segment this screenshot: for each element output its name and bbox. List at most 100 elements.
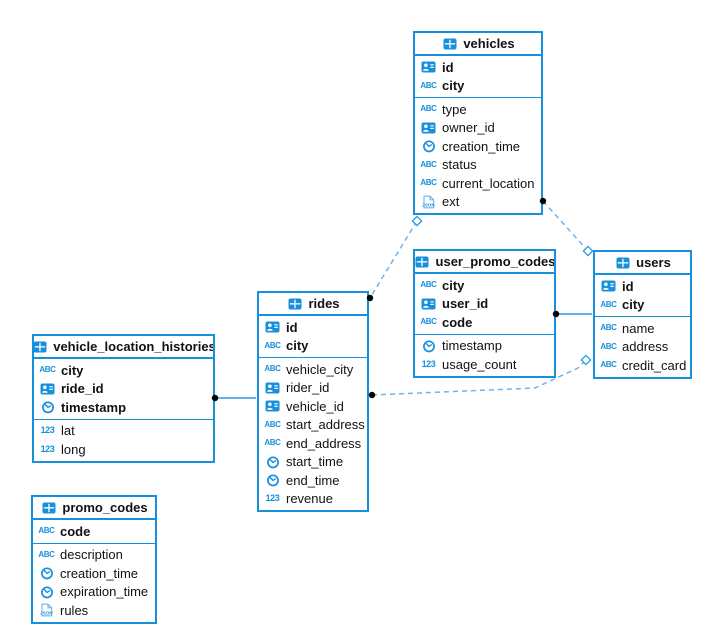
num-icon: 123 xyxy=(265,493,280,504)
num-icon: 123 xyxy=(40,443,55,454)
num-icon: 123 xyxy=(421,358,436,369)
abc-icon: ABC xyxy=(420,104,437,114)
field-name: rules xyxy=(60,602,89,618)
field-name: user_id xyxy=(442,296,489,312)
field-row: timestamp xyxy=(415,337,554,356)
json-icon: JSON xyxy=(420,195,437,209)
table-name: users xyxy=(636,255,671,270)
field-row: user_id xyxy=(415,295,554,314)
table-header[interactable]: users xyxy=(595,252,690,275)
field-row: ABC end_address xyxy=(259,434,367,453)
abc-icon: ABC xyxy=(264,438,281,448)
field-name: timestamp xyxy=(61,399,127,415)
field-row: ABC city xyxy=(595,296,690,315)
clock-icon xyxy=(38,585,55,599)
field-row: ABC city xyxy=(259,337,367,356)
svg-text:JSON: JSON xyxy=(422,202,435,207)
table-icon xyxy=(614,257,631,269)
field-row: vehicle_id xyxy=(259,397,367,416)
field-row: JSON ext xyxy=(415,193,541,212)
table-name: vehicle_location_histories xyxy=(53,339,213,354)
abc-icon: ABC xyxy=(38,526,55,536)
table-icon xyxy=(286,298,303,310)
abc-icon: ABC xyxy=(39,365,56,375)
clock-icon xyxy=(38,566,55,580)
field-row: creation_time xyxy=(415,137,541,156)
table-header[interactable]: promo_codes xyxy=(33,497,155,520)
abc-icon: ABC xyxy=(420,317,437,327)
relationship-diamond-marker xyxy=(411,215,423,227)
field-row: 123 usage_count xyxy=(415,355,554,374)
id-card-icon xyxy=(420,298,437,310)
table-name: user_promo_codes xyxy=(435,254,554,269)
field-name: revenue xyxy=(286,491,333,507)
field-name: city xyxy=(622,297,645,313)
abc-icon: ABC xyxy=(600,323,617,333)
id-card-icon xyxy=(420,61,437,73)
abc-icon: ABC xyxy=(600,341,617,351)
table-header[interactable]: user_promo_codes xyxy=(415,251,554,274)
relationship-line-vehicles-users xyxy=(542,200,589,252)
abc-icon: ABC xyxy=(420,80,437,90)
field-name: name xyxy=(622,320,655,336)
abc-icon: ABC xyxy=(600,360,617,370)
field-name: city xyxy=(286,338,309,354)
abc-icon: ABC xyxy=(264,419,281,429)
field-name: code xyxy=(442,314,473,330)
field-name: city xyxy=(442,277,465,293)
field-row: rider_id xyxy=(259,379,367,398)
abc-icon: ABC xyxy=(264,340,281,350)
abc-icon: ABC xyxy=(420,159,437,169)
table-name: promo_codes xyxy=(62,500,148,515)
field-row: id xyxy=(415,58,541,77)
field-name: id xyxy=(622,278,634,294)
field-name: lat xyxy=(61,423,75,439)
table-header[interactable]: vehicles xyxy=(415,33,541,56)
field-row: ABC start_address xyxy=(259,416,367,435)
field-name: usage_count xyxy=(442,356,517,372)
field-name: description xyxy=(60,547,123,563)
field-name: start_address xyxy=(286,417,365,433)
id-card-icon xyxy=(420,122,437,134)
abc-icon: ABC xyxy=(600,299,617,309)
field-name: ext xyxy=(442,194,460,210)
id-card-icon xyxy=(264,400,281,412)
table-name: rides xyxy=(308,296,340,311)
field-name: creation_time xyxy=(60,565,139,581)
field-row: start_time xyxy=(259,453,367,472)
table-header[interactable]: rides xyxy=(259,293,367,316)
table-header[interactable]: vehicle_location_histories xyxy=(34,336,213,359)
table-icon xyxy=(441,38,458,50)
clock-icon xyxy=(420,339,437,353)
field-name: end_time xyxy=(286,472,340,488)
field-row: ABC code xyxy=(33,522,155,541)
field-name: expiration_time xyxy=(60,584,149,600)
field-name: code xyxy=(60,523,91,539)
field-row: id xyxy=(259,318,367,337)
clock-icon xyxy=(39,400,56,414)
field-row: end_time xyxy=(259,471,367,490)
clock-icon xyxy=(264,455,281,469)
field-name: rider_id xyxy=(286,380,330,396)
id-card-icon xyxy=(600,280,617,292)
field-name: vehicle_id xyxy=(286,398,344,414)
field-name: end_address xyxy=(286,435,362,451)
id-card-icon xyxy=(264,321,281,333)
json-icon: JSON xyxy=(38,603,55,617)
field-name: timestamp xyxy=(442,338,502,354)
